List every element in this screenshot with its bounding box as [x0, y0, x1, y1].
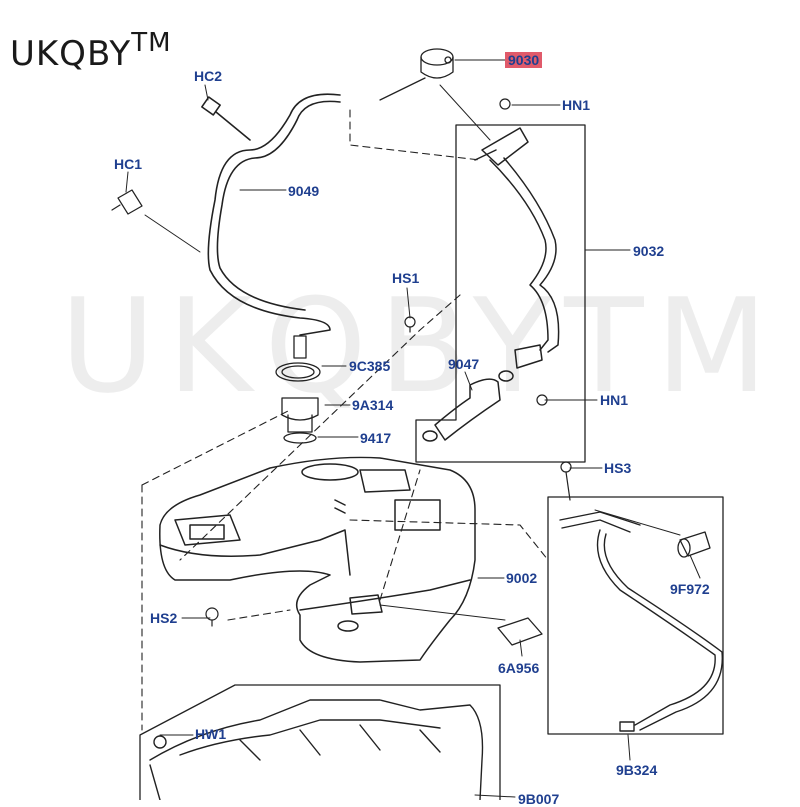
callout-9047[interactable]: 9047	[448, 356, 480, 372]
hs3-screw	[560, 461, 572, 501]
hn1-nuts	[499, 98, 548, 406]
callout-hn1-bottom[interactable]: HN1	[600, 392, 629, 408]
callout-9a314[interactable]: 9A314	[352, 397, 394, 413]
callout-9b324[interactable]: 9B324	[616, 762, 658, 778]
callout-9032[interactable]: 9032	[633, 243, 665, 259]
callout-hc1[interactable]: HC1	[114, 156, 143, 172]
callout-hn1-top[interactable]: HN1	[562, 97, 591, 113]
dashed-boundaries	[141, 109, 549, 731]
callout-9030[interactable]: 9030	[505, 52, 543, 68]
callout-hs1[interactable]: HS1	[392, 270, 420, 286]
callout-hw1[interactable]: HW1	[195, 726, 227, 742]
filler-cap	[379, 48, 454, 101]
brand-name: UKQBY	[10, 34, 132, 74]
callout-6a956[interactable]: 6A956	[498, 660, 540, 676]
fuel-pump-assembly	[275, 335, 321, 444]
shield-9b007	[149, 699, 484, 800]
brand-mark: TM	[131, 28, 172, 58]
filler-hose	[422, 370, 514, 442]
fuel-tank	[159, 456, 476, 663]
callout-hs2[interactable]: HS2	[150, 610, 178, 626]
callout-9c385[interactable]: 9C385	[349, 358, 391, 374]
leader-lines	[125, 59, 701, 798]
filler-pipe	[474, 127, 560, 369]
fuel-line-9b324	[559, 511, 723, 732]
watermark-text: UKQBYTM	[60, 270, 780, 422]
brand-logo: UKQBYTM	[10, 28, 172, 74]
callout-hc2[interactable]: HC2	[194, 68, 223, 84]
assembly-frames	[139, 124, 724, 800]
hs2-bolt	[205, 607, 219, 627]
callout-9417[interactable]: 9417	[360, 430, 392, 446]
callout-9b007[interactable]: 9B007	[518, 791, 560, 807]
hs1-screw	[404, 316, 416, 333]
hc1-clip	[111, 189, 143, 215]
sensor-9f972	[677, 531, 711, 558]
pad-6a956	[497, 617, 543, 646]
callout-9049[interactable]: 9049	[288, 183, 320, 199]
callout-9f972[interactable]: 9F972	[670, 581, 710, 597]
callout-9002[interactable]: 9002	[506, 570, 538, 586]
callout-hs3[interactable]: HS3	[604, 460, 632, 476]
vent-hose	[201, 93, 341, 336]
